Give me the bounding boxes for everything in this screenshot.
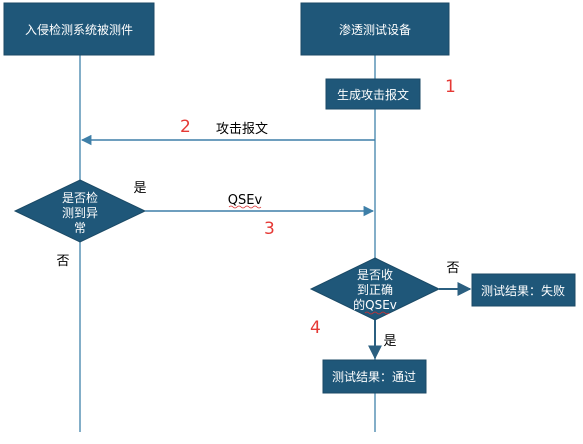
decision-detect-line2: 测到异 bbox=[62, 206, 98, 220]
generate-attack-box: 生成攻击报文 bbox=[325, 78, 421, 110]
participant-right: 渗透测试设备 bbox=[300, 2, 450, 56]
step-number-4: 4 bbox=[310, 318, 321, 338]
step-number-2: 2 bbox=[180, 117, 191, 137]
pass-result-label: 测试结果：通过 bbox=[332, 369, 416, 384]
spellcheck-underline bbox=[228, 205, 262, 209]
participant-left: 入侵检测系统被测件 bbox=[3, 2, 155, 56]
generate-attack-label: 生成攻击报文 bbox=[337, 87, 409, 102]
fail-result-box: 测试结果：失败 bbox=[471, 273, 576, 307]
participant-right-label: 渗透测试设备 bbox=[339, 22, 411, 37]
attack-message-label: 攻击报文 bbox=[216, 122, 268, 137]
step-number-1: 1 bbox=[445, 77, 456, 97]
decision-detect-anomaly: 是否检 测到异 常 bbox=[13, 179, 147, 243]
yes-detect-label: 是 bbox=[133, 181, 146, 196]
pass-result-box: 测试结果：通过 bbox=[322, 359, 427, 394]
decision-recv-line3: 的QSEv bbox=[353, 297, 397, 312]
decision-recv-line2: 到正确 bbox=[357, 283, 393, 297]
decision-detect-line3: 常 bbox=[74, 221, 86, 235]
decision-recv-line1: 是否收 bbox=[357, 268, 393, 282]
decision-detect-line1: 是否检 bbox=[62, 190, 98, 205]
spellcheck-underline-2 bbox=[364, 311, 390, 315]
no-detect-label: 否 bbox=[56, 254, 69, 269]
step-number-3: 3 bbox=[264, 219, 275, 239]
fail-result-label: 测试结果：失败 bbox=[481, 283, 565, 298]
qsev-label: QSEv bbox=[228, 193, 263, 208]
participant-left-label: 入侵检测系统被测件 bbox=[25, 22, 133, 37]
decision-received-qsev: 是否收 到正确 的QSEv bbox=[309, 257, 441, 321]
no-recv-label: 否 bbox=[446, 261, 459, 276]
yes-recv-label: 是 bbox=[383, 334, 396, 349]
